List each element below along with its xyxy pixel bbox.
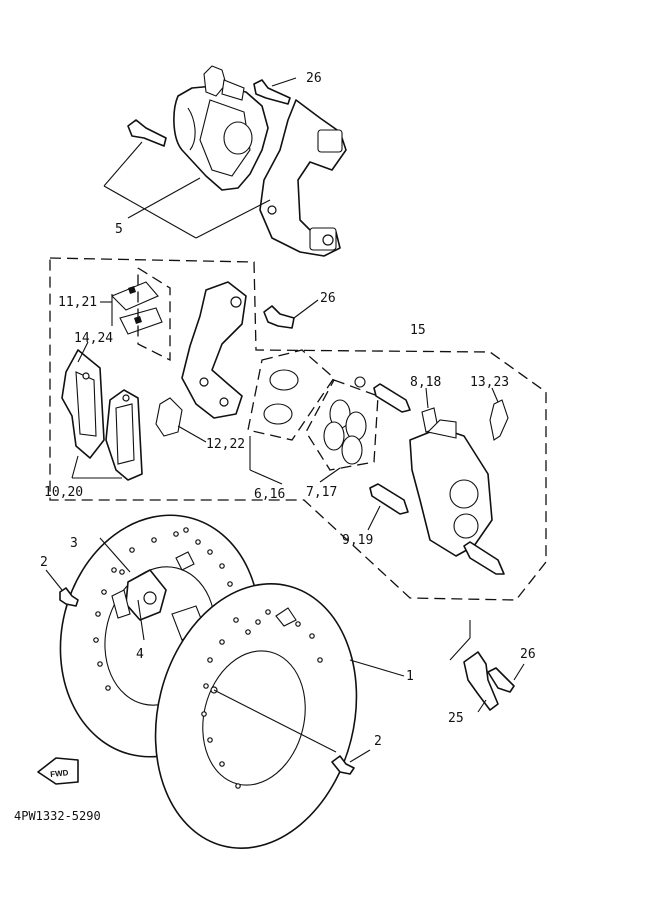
- part-label-15: 15: [410, 323, 426, 338]
- part-label-13-23: 13,23: [470, 375, 509, 390]
- part-label-11-21: 11,21: [58, 295, 97, 310]
- part-label-7-17: 7,17: [306, 485, 337, 500]
- part-label-8-18: 8,18: [410, 375, 441, 390]
- hose-guide-bracket: [449, 620, 525, 713]
- brake-caliper-body: [367, 419, 505, 575]
- front-brake-disc: [154, 583, 405, 849]
- part-label-2-right: 2: [374, 734, 382, 749]
- part-label-2-left: 2: [40, 555, 48, 570]
- top-caliper-assembly: [103, 65, 347, 257]
- fwd-badge-text: FWD: [50, 768, 69, 779]
- part-label-10-20: 10,20: [44, 485, 83, 500]
- part-label-25: 25: [448, 711, 464, 726]
- dashed-group-outline: [49, 257, 547, 601]
- brake-pads: [61, 341, 143, 481]
- disc-bolts: [45, 569, 371, 775]
- diagram-reference-code: 4PW1332-5290: [14, 809, 101, 823]
- part-label-12-22: 12,22: [206, 437, 245, 452]
- pistons-and-seals: [247, 349, 379, 485]
- forward-direction-badge: [37, 757, 79, 785]
- part-label-26-bottom: 26: [520, 647, 536, 662]
- part-label-6-16: 6,16: [254, 487, 285, 502]
- part-label-1: 1: [406, 669, 414, 684]
- part-label-4: 4: [136, 647, 144, 662]
- part-label-9-19: 9,19: [342, 533, 373, 548]
- part-label-5: 5: [115, 222, 123, 237]
- caliper-support-bracket: [181, 281, 319, 419]
- part-label-26-mid: 26: [320, 291, 336, 306]
- part-label-14-24: 14,24: [74, 331, 113, 346]
- part-label-3: 3: [70, 536, 78, 551]
- pad-spring: [155, 397, 207, 443]
- part-label-26-top: 26: [306, 71, 322, 86]
- pad-shims: [100, 267, 171, 362]
- disc-vent-holes: [93, 527, 323, 789]
